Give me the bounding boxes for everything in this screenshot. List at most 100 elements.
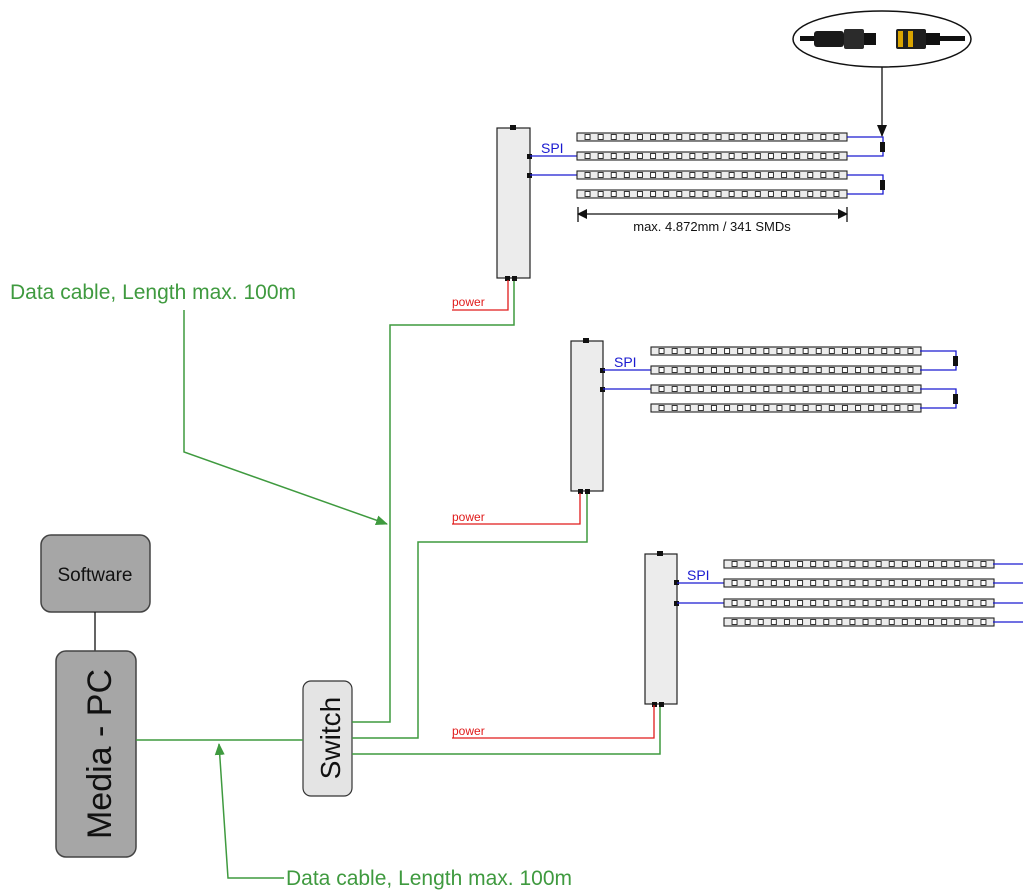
power-line-1 [452,280,509,311]
led-smd [810,561,817,567]
led-smd [636,172,643,178]
led-smd [797,580,804,586]
connector-plug-icon [800,29,965,49]
led-smd [781,153,788,159]
led-smd [828,405,835,411]
led-smd [776,348,783,354]
led-smd [868,367,875,373]
led-smd [584,172,591,178]
led-smd [650,134,657,140]
led-smd [728,191,735,197]
led-strip-2-3 [650,384,922,394]
led-smd [757,561,764,567]
led-smd [763,405,770,411]
led-smd [770,619,777,625]
led-smd [750,386,757,392]
led-smd [731,580,738,586]
software-label: Software [58,565,133,586]
led-smd [671,386,678,392]
led-smd [928,580,935,586]
led-smd [797,600,804,606]
cable-controller-2 [352,493,588,739]
led-smd [658,367,665,373]
led-strip-2-2 [650,365,922,375]
led-smd [849,580,856,586]
led-smd [901,580,908,586]
led-smd [855,386,862,392]
led-smd [849,619,856,625]
led-smd [702,172,709,178]
led-controller-1 [496,125,532,281]
dimension-indicator: max. 4.872mm / 341 SMDs [577,207,848,234]
led-smd [728,134,735,140]
led-smd [836,561,843,567]
led-smd [833,191,840,197]
led-smd [828,348,835,354]
led-smd [794,191,801,197]
led-smd [763,348,770,354]
led-smd [836,619,843,625]
led-smd [671,405,678,411]
led-smd [783,580,790,586]
led-smd [967,580,974,586]
led-strip-1-4 [576,189,848,199]
led-smd [841,348,848,354]
led-smd [676,134,683,140]
led-smd [841,367,848,373]
led-smd [928,619,935,625]
led-smd [888,561,895,567]
led-smd [855,367,862,373]
led-smd [776,367,783,373]
connector-callout [792,10,972,137]
led-smd [907,367,914,373]
led-smd [597,153,604,159]
data-cable-label-bottom: Data cable, Length max. 100m [286,867,572,890]
led-smd [783,561,790,567]
led-strips [576,132,995,627]
led-strip-2-4 [650,403,922,413]
led-smd [744,580,751,586]
led-smd [697,367,704,373]
led-smd [584,153,591,159]
led-smd [849,561,856,567]
led-smd [724,348,731,354]
led-smd [757,600,764,606]
led-smd [833,134,840,140]
led-smd [763,367,770,373]
led-smd [862,580,869,586]
led-smd [658,405,665,411]
led-smd [823,600,830,606]
led-smd [636,191,643,197]
led-smd [741,191,748,197]
power-label-2: power [452,510,485,524]
led-smd [702,153,709,159]
spi-label-2: SPI [614,354,637,370]
led-strip-3-4 [723,617,995,627]
power-line-2 [452,493,581,525]
led-smd [767,172,774,178]
media-pc-label: Media - PC [81,669,119,839]
led-smd [763,386,770,392]
media-pc-block: Media - PC [55,650,137,858]
led-smd [737,348,744,354]
strip-wiring-1 [847,136,885,195]
led-smd [783,600,790,606]
led-smd [731,600,738,606]
led-smd [610,153,617,159]
led-smd [776,386,783,392]
led-smd [967,561,974,567]
led-smd [663,172,670,178]
led-smd [781,172,788,178]
led-smd [584,191,591,197]
led-smd [676,172,683,178]
led-smd [881,367,888,373]
led-smd [623,191,630,197]
led-smd [689,134,696,140]
led-smd [849,600,856,606]
led-smd [715,191,722,197]
switch-block: Switch [302,680,353,797]
led-smd [770,561,777,567]
led-smd [741,153,748,159]
led-smd [881,405,888,411]
led-smd [623,153,630,159]
